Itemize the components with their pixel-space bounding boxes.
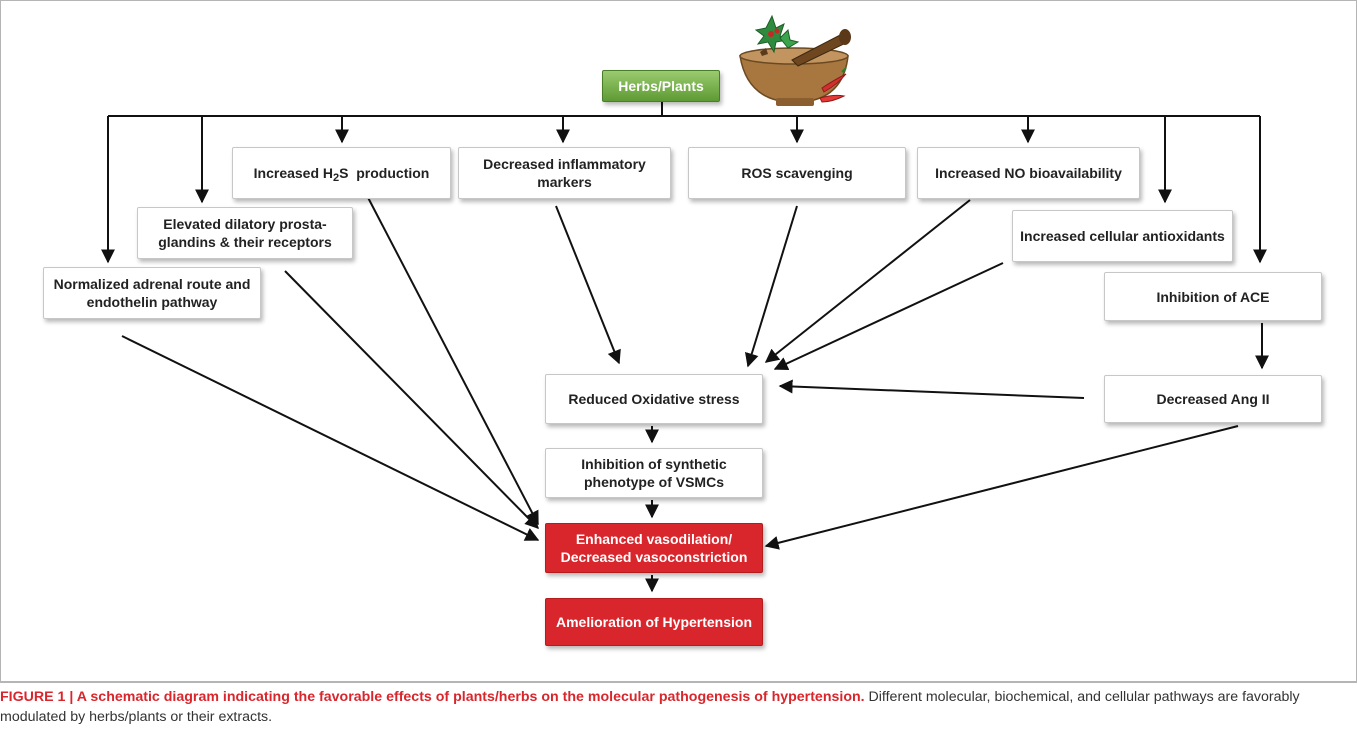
figure-caption: FIGURE 1 | A schematic diagram indicatin…	[0, 687, 1357, 727]
mortar-and-pestle-icon	[739, 14, 851, 106]
caption-title: FIGURE 1 | A schematic diagram indicatin…	[0, 689, 865, 705]
h2s-subscript: 2	[333, 172, 340, 184]
arrow-inflammatory-to-oxidative	[555, 205, 621, 365]
arrow-ros-to-oxidative	[744, 205, 798, 368]
node-h2s-production: Increased H2S production	[232, 147, 451, 199]
node-vasodilation: Enhanced vasodilation/ Decreased vasocon…	[545, 523, 763, 573]
caption-body: Different molecular, biochemical, and ce…	[0, 689, 1300, 725]
node-inflammatory-markers: Decreased inflammatory markers	[458, 147, 671, 199]
arrow-h2s-to-vasodilation	[361, 185, 539, 526]
h2s-label: Increased H2S production	[253, 164, 430, 184]
node-reduced-oxidative-stress: Reduced Oxidative stress	[545, 374, 763, 424]
node-no-bioavailability: Increased NO bioavailability	[917, 147, 1140, 199]
caption-divider	[0, 681, 1357, 682]
arrow-layer	[101, 100, 1269, 593]
h2s-prefix: Increased H	[253, 165, 334, 181]
node-prostaglandins: Elevated dilatory prosta-glandins & thei…	[137, 207, 353, 259]
arrow-angii-to-oxidative	[778, 379, 1085, 399]
node-amelioration-hypertension: Amelioration of Hypertension	[545, 598, 763, 646]
node-ros-scavenging: ROS scavenging	[688, 147, 906, 199]
arrow-antioxidants-to-oxidative	[773, 262, 1004, 371]
arrow-prostaglandins-to-vasodilation	[284, 270, 539, 529]
arrow-adrenal-to-vasodilation	[121, 335, 540, 541]
node-inhibition-ace: Inhibition of ACE	[1104, 272, 1322, 321]
arrow-no-to-oxidative	[764, 199, 971, 363]
node-decreased-ang-ii: Decreased Ang II	[1104, 375, 1322, 423]
node-inhibition-vsmc: Inhibition of synthetic phenotype of VSM…	[545, 448, 763, 498]
arrow-angii-to-vasodilation	[764, 425, 1239, 550]
h2s-suffix: S production	[339, 165, 430, 181]
node-adrenal-endothelin: Normalized adrenal route and endothelin …	[43, 267, 261, 319]
node-herbs-plants: Herbs/Plants	[602, 70, 720, 102]
node-cellular-antioxidants: Increased cellular antioxidants	[1012, 210, 1233, 262]
